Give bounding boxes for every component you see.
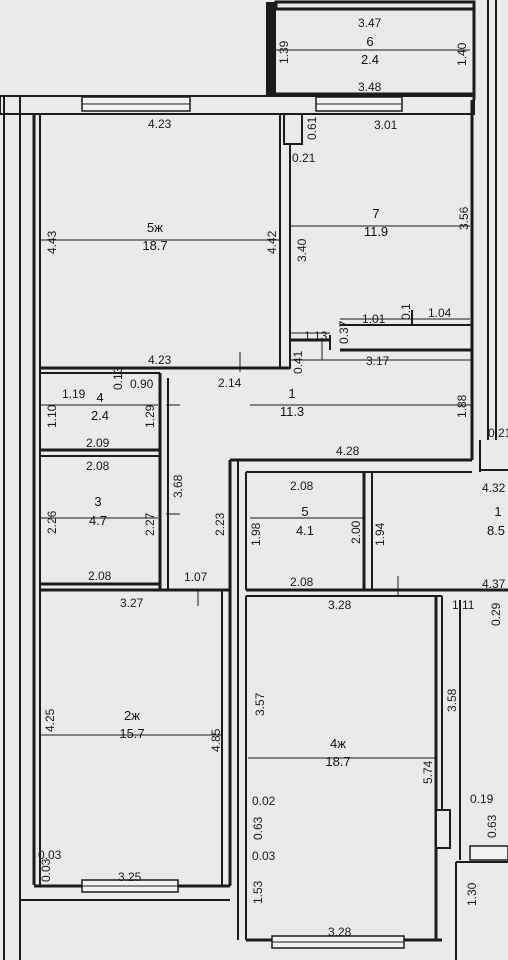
dimension-label: 1.39 bbox=[277, 40, 291, 64]
dimension-label: 3.28 bbox=[328, 925, 352, 939]
room-id: 1 bbox=[288, 386, 295, 401]
dimension-label: 1.11 bbox=[452, 598, 475, 612]
dimension-label: 2.23 bbox=[213, 512, 227, 536]
room-id: 1 bbox=[494, 504, 501, 519]
dimension-label: 2.26 bbox=[45, 510, 59, 534]
room-id: 4ж bbox=[330, 736, 346, 751]
dimension-label: 0.1 bbox=[399, 303, 413, 320]
dimension-label: 3.57 bbox=[253, 692, 267, 716]
dimension-label: 3.40 bbox=[295, 238, 309, 262]
room-area: 4.1 bbox=[296, 523, 314, 538]
dimension-label: 1.19 bbox=[62, 387, 86, 401]
dimension-label: 4.23 bbox=[148, 117, 172, 131]
dimension-label: 0.13 bbox=[111, 366, 125, 390]
room-id: 5 bbox=[301, 504, 308, 519]
dimension-label: 0.03 bbox=[38, 848, 62, 862]
dimension-label: 3.56 bbox=[457, 206, 471, 230]
room-id: 3 bbox=[94, 494, 101, 509]
dimension-label: 0.03 bbox=[252, 849, 276, 863]
dimension-label: 0.63 bbox=[485, 814, 499, 838]
dimension-label: 0.21 bbox=[488, 426, 508, 440]
dimension-label: 1.29 bbox=[143, 404, 157, 428]
dimension-label: 3.68 bbox=[171, 474, 185, 498]
room-area: 11.9 bbox=[364, 224, 388, 239]
dimension-label: 1.04 bbox=[428, 306, 452, 320]
dimension-label: 3.58 bbox=[445, 688, 459, 712]
dimension-label: 1.40 bbox=[455, 42, 469, 66]
room-area: 11.3 bbox=[280, 404, 304, 419]
room-id: 4 bbox=[96, 390, 103, 405]
dimension-label: 4.85 bbox=[209, 728, 223, 752]
dimension-label: 0.90 bbox=[130, 377, 154, 391]
dimension-label: 4.43 bbox=[45, 230, 59, 254]
room-area: 8.5 bbox=[487, 523, 505, 538]
dimension-label: 0.29 bbox=[489, 602, 503, 626]
dimension-label: 2.08 bbox=[86, 459, 110, 473]
dimension-label: 1.01 bbox=[362, 312, 386, 326]
dimension-label: 2.09 bbox=[86, 436, 110, 450]
dimension-label: 1.94 bbox=[373, 522, 387, 546]
dimension-label: 0.63 bbox=[251, 816, 265, 840]
dimension-label: 0.37 bbox=[337, 320, 351, 344]
dimension-labels: 3.47 1.39 1.40 3.48 4.23 0.61 3.01 0.21 … bbox=[38, 16, 508, 939]
dimension-label: 3.48 bbox=[358, 80, 382, 94]
dimension-label: 4.25 bbox=[43, 708, 57, 732]
dimension-label: 2.00 bbox=[349, 520, 363, 544]
dimension-label: 2.08 bbox=[88, 569, 112, 583]
dimension-label: 0.19 bbox=[470, 792, 494, 806]
dimension-label: 4.23 bbox=[148, 353, 172, 367]
dimension-label: 1.30 bbox=[465, 882, 479, 906]
dimension-label: 4.32 bbox=[482, 481, 506, 495]
dimension-label: 4.28 bbox=[336, 444, 360, 458]
dimension-label: 1.10 bbox=[45, 404, 59, 428]
room-area: 2.4 bbox=[91, 408, 109, 423]
dimension-label: 3.28 bbox=[328, 598, 352, 612]
room-id: 5ж bbox=[147, 220, 163, 235]
dimension-label: 0.61 bbox=[305, 116, 319, 140]
dimension-label: 2.27 bbox=[143, 512, 157, 536]
dimension-label: 1.53 bbox=[251, 880, 265, 904]
room-id: 2ж bbox=[124, 708, 140, 723]
dimension-label: 2.08 bbox=[290, 479, 314, 493]
dimension-label: 3.47 bbox=[358, 16, 382, 30]
room-area: 18.7 bbox=[325, 754, 350, 769]
dimension-lines bbox=[40, 49, 472, 759]
dimension-label: 0.41 bbox=[291, 350, 305, 374]
dimension-label: 0.21 bbox=[292, 151, 316, 165]
dimension-label: 0.03 bbox=[39, 858, 53, 882]
room-area: 4.7 bbox=[89, 513, 107, 528]
room-area: 15.7 bbox=[119, 726, 144, 741]
room-labels: 6 2.4 5ж 18.7 7 11.9 4 2.4 1 11.3 3 4.7 … bbox=[89, 34, 505, 769]
room-id: 7 bbox=[372, 206, 379, 221]
dimension-label: 4.37 bbox=[482, 577, 506, 591]
room-area: 18.7 bbox=[142, 238, 167, 253]
dimension-label: 3.27 bbox=[120, 596, 144, 610]
dimension-label: 4.42 bbox=[265, 230, 279, 254]
dimension-label: 2.14 bbox=[218, 376, 242, 390]
dimension-label: 3.17 bbox=[366, 354, 390, 368]
dimension-label: 3.25 bbox=[118, 870, 142, 884]
dimension-label: 5.74 bbox=[421, 760, 435, 784]
dimension-label: 1.88 bbox=[455, 394, 469, 418]
room-area: 2.4 bbox=[361, 52, 379, 67]
dimension-label: 0.02 bbox=[252, 794, 276, 808]
room-id: 6 bbox=[366, 34, 373, 49]
dimension-label: 1.13 bbox=[304, 329, 328, 343]
dimension-label: 3.01 bbox=[374, 118, 398, 132]
dimension-label: 2.08 bbox=[290, 575, 314, 589]
dimension-label: 1.98 bbox=[249, 522, 263, 546]
dimension-label: 1.07 bbox=[184, 570, 208, 584]
